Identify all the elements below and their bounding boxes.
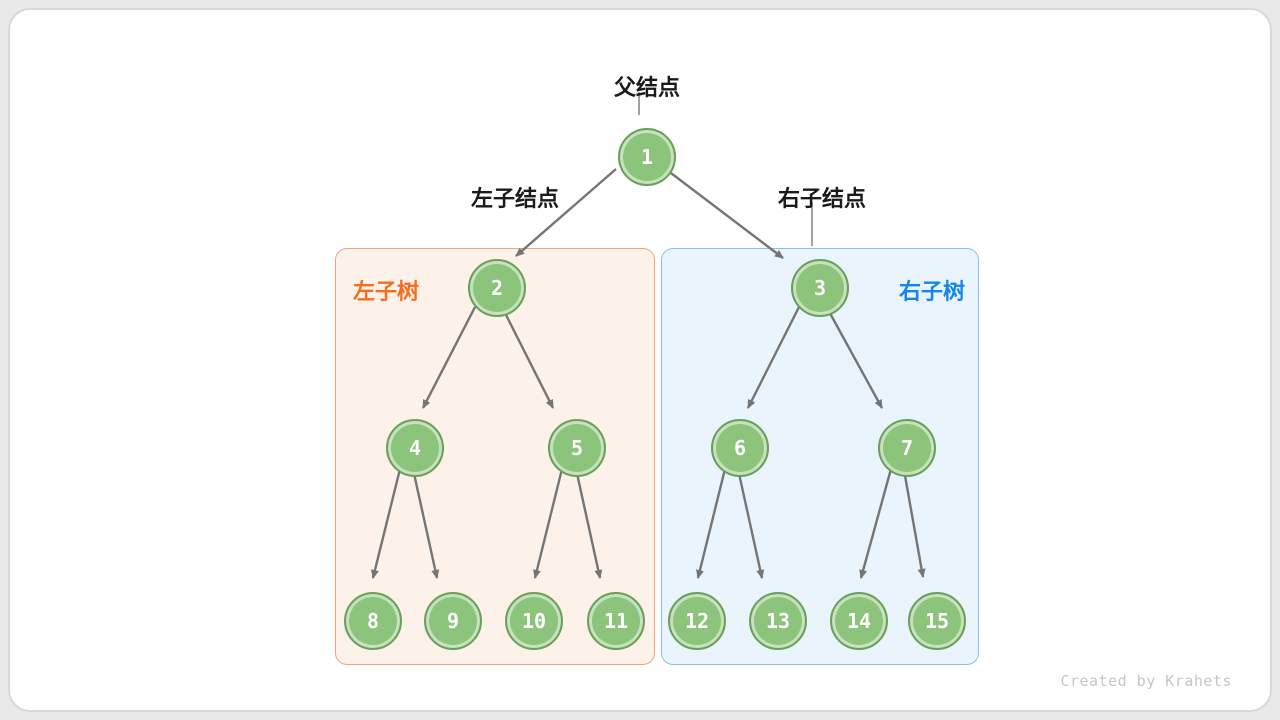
left-child-node-label: 左子结点 <box>470 186 559 211</box>
edge-2-4 <box>421 306 477 409</box>
tree-node-6: 6 <box>711 419 769 477</box>
edge-5-11 <box>574 468 603 579</box>
tree-node-1: 1 <box>618 128 676 186</box>
tree-node-8: 8 <box>344 592 402 650</box>
edge-1-3 <box>662 166 784 259</box>
edge-6-13 <box>736 468 765 579</box>
tree-node-5: 5 <box>548 419 606 477</box>
tree-edges <box>371 92 926 579</box>
tree-node-10: 10 <box>505 592 563 650</box>
edge-5-10 <box>533 468 564 579</box>
tree-node-9: 9 <box>424 592 482 650</box>
edge-7-14 <box>859 468 893 579</box>
edge-3-7 <box>824 305 884 409</box>
tree-node-4: 4 <box>386 419 444 477</box>
right-child-node-label: 右子结点 <box>777 186 866 211</box>
right-subtree-label: 右子树 <box>898 279 965 304</box>
watermark-credit: Created by Krahets <box>1060 672 1232 690</box>
edge-7-15 <box>902 469 926 578</box>
left-subtree-label: 左子树 <box>353 279 420 304</box>
edge-3-6 <box>746 306 801 409</box>
edge-2-5 <box>500 306 555 409</box>
tree-node-3: 3 <box>791 259 849 317</box>
edge-4-9 <box>411 468 440 579</box>
edge-1-2 <box>515 168 617 257</box>
tree-node-2: 2 <box>468 259 526 317</box>
diagram-card: 父结点 左子结点 右子结点 左子树 右子树 1 2 3 4 5 6 7 8 9 … <box>8 8 1272 712</box>
edge-6-12 <box>696 468 727 579</box>
edge-4-8 <box>371 468 402 579</box>
parent-node-label: 父结点 <box>613 75 680 100</box>
tree-node-7: 7 <box>878 419 936 477</box>
tree-node-14: 14 <box>830 592 888 650</box>
tree-node-11: 11 <box>587 592 645 650</box>
tree-node-15: 15 <box>908 592 966 650</box>
tree-node-13: 13 <box>749 592 807 650</box>
tree-node-12: 12 <box>668 592 726 650</box>
